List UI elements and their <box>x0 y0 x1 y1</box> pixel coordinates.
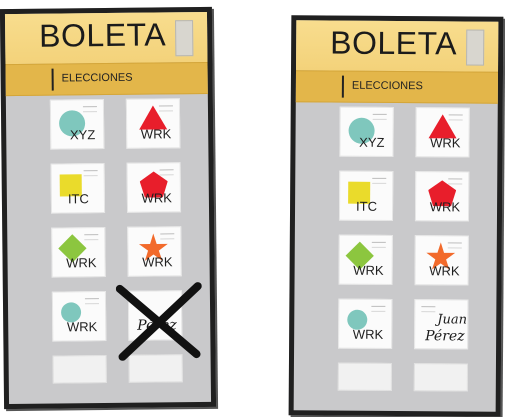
candidate-card-wrk[interactable]: WRK <box>338 234 393 285</box>
ballot-subheader: ELECCIONES <box>295 70 499 104</box>
candidate-card-wrk[interactable]: WRK <box>51 227 106 278</box>
ballot-header: BOLETA <box>296 20 499 72</box>
ballot-title: BOLETA <box>39 16 167 54</box>
card-lines <box>447 242 462 249</box>
card-label: WRK <box>430 135 461 151</box>
candidate-card-wrk[interactable]: WRK <box>127 226 182 277</box>
subheader-bar <box>51 68 54 91</box>
blank-slot <box>337 362 392 391</box>
card-lines <box>448 178 463 185</box>
card-lines <box>421 306 436 313</box>
ballot-right: BOLETA ELECCIONES XYZ WRK ITC WRK WRK WR… <box>288 15 504 417</box>
card-label: WRK <box>140 126 172 142</box>
card-label: WRK <box>142 254 173 270</box>
blank-slot <box>52 355 107 384</box>
candidate-card-wrk[interactable]: WRK <box>125 98 181 149</box>
card-label: XYZ <box>359 134 385 150</box>
card-label: ITC <box>356 198 378 214</box>
card-lines <box>159 169 174 176</box>
card-lines <box>82 106 97 113</box>
card-lines <box>448 114 463 121</box>
subheader-bar <box>341 75 344 98</box>
ballot-subtitle: ELECCIONES <box>61 71 133 85</box>
candidate-card-wrk[interactable]: WRK <box>338 298 393 349</box>
ballot-subheader: ELECCIONES <box>5 61 208 97</box>
card-label: WRK <box>66 319 98 335</box>
candidate-card-xyz[interactable]: XYZ <box>49 99 105 150</box>
blank-slot <box>413 363 468 392</box>
candidate-card-write-in[interactable]: Juan Pérez <box>414 299 469 350</box>
card-label: WRK <box>352 326 384 342</box>
candidate-card-wrk[interactable]: WRK <box>51 291 107 342</box>
signature-first-name: Juan <box>437 312 468 328</box>
card-label: WRK <box>66 255 97 271</box>
cross-out-icon <box>115 282 202 361</box>
ballot-title: BOLETA <box>330 24 458 62</box>
candidate-card-wrk[interactable]: WRK <box>126 162 182 213</box>
card-label: WRK <box>141 190 172 206</box>
ballot-subtitle: ELECCIONES <box>351 79 423 93</box>
card-lines <box>83 170 98 177</box>
candidate-card-wrk[interactable]: WRK <box>415 107 470 158</box>
candidate-card-wrk[interactable]: WRK <box>414 235 469 286</box>
card-lines <box>84 234 99 241</box>
candidate-card-itc[interactable]: ITC <box>338 170 394 221</box>
card-lines <box>371 241 386 248</box>
candidate-card-xyz[interactable]: XYZ <box>339 106 394 157</box>
card-label: WRK <box>429 199 461 215</box>
card-label: ITC <box>67 191 89 207</box>
candidate-card-wrk[interactable]: WRK <box>414 171 470 222</box>
ballot-left: BOLETA ELECCIONES XYZ WRK ITC WRK WRK WR… <box>0 6 217 410</box>
card-lines <box>372 177 387 184</box>
card-lines <box>84 298 100 305</box>
card-lines <box>371 305 386 312</box>
card-label: WRK <box>353 262 384 278</box>
card-label: XYZ <box>69 127 96 143</box>
candidate-card-itc[interactable]: ITC <box>50 163 106 214</box>
card-label: WRK <box>429 263 460 279</box>
card-lines <box>160 233 175 240</box>
header-tab <box>175 20 194 57</box>
card-lines <box>158 105 173 112</box>
header-tab <box>466 29 485 66</box>
ballot-header: BOLETA <box>4 11 208 65</box>
signature-last-name: Pérez <box>425 328 465 345</box>
card-lines <box>372 113 387 120</box>
